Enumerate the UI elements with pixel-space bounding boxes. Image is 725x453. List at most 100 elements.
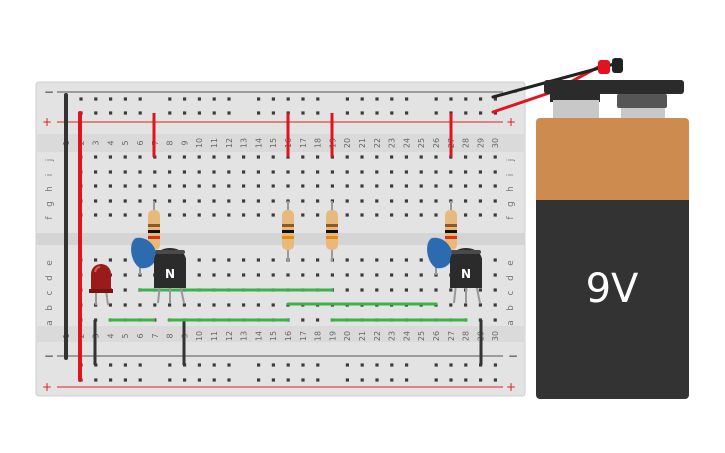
hole-i4[interactable] [108, 170, 112, 174]
hole-f20[interactable] [345, 213, 349, 217]
hole-g12[interactable] [227, 199, 231, 203]
hole-d21[interactable] [360, 273, 364, 277]
hole-j3[interactable] [94, 155, 98, 159]
hole-g29[interactable] [478, 199, 482, 203]
hole-f13[interactable] [242, 213, 246, 217]
hole-c24[interactable] [404, 288, 408, 292]
hole-e23[interactable] [390, 258, 394, 262]
hole-i20[interactable] [345, 170, 349, 174]
hole-b13[interactable] [242, 303, 246, 307]
rail-hole-1-2-0[interactable] [257, 111, 261, 115]
rail-hole-1-3-3[interactable] [390, 111, 394, 115]
hole-f23[interactable] [390, 213, 394, 217]
hole-h13[interactable] [242, 184, 246, 188]
hole-g9[interactable] [182, 199, 186, 203]
hole-h11[interactable] [212, 184, 216, 188]
rail-hole-1-3-2[interactable] [375, 111, 379, 115]
rail-hole-3-4-2[interactable] [464, 378, 468, 382]
rail-hole-3-4-0[interactable] [434, 378, 438, 382]
hole-h26[interactable] [434, 184, 438, 188]
rail-hole-2-1-4[interactable] [227, 363, 231, 367]
rail-hole-3-3-0[interactable] [345, 378, 349, 382]
hole-h16[interactable] [286, 184, 290, 188]
hole-i10[interactable] [197, 170, 201, 174]
hole-c5[interactable] [123, 288, 127, 292]
rail-hole-1-1-0[interactable] [168, 111, 172, 115]
hole-g8[interactable] [168, 199, 172, 203]
hole-h4[interactable] [108, 184, 112, 188]
hole-j12[interactable] [227, 155, 231, 159]
transistor-right[interactable]: N [450, 248, 482, 304]
hole-b27[interactable] [449, 303, 453, 307]
hole-e18[interactable] [316, 258, 320, 262]
hole-f24[interactable] [404, 213, 408, 217]
hole-g13[interactable] [242, 199, 246, 203]
hole-g3[interactable] [94, 199, 98, 203]
hole-i7[interactable] [153, 170, 157, 174]
rail-hole-2-2-3[interactable] [301, 363, 305, 367]
hole-c23[interactable] [390, 288, 394, 292]
hole-e10[interactable] [197, 258, 201, 262]
hole-j24[interactable] [404, 155, 408, 159]
hole-i26[interactable] [434, 170, 438, 174]
rail-hole-2-4-2[interactable] [464, 363, 468, 367]
rail-hole-0-4-0[interactable] [434, 97, 438, 101]
hole-f22[interactable] [375, 213, 379, 217]
hole-f15[interactable] [271, 213, 275, 217]
rail-hole-3-2-1[interactable] [271, 378, 275, 382]
rail-hole-0-0-4[interactable] [138, 97, 142, 101]
hole-f4[interactable] [108, 213, 112, 217]
rail-hole-0-3-1[interactable] [360, 97, 364, 101]
hole-f11[interactable] [212, 213, 216, 217]
hole-h19[interactable] [330, 184, 334, 188]
hole-h21[interactable] [360, 184, 364, 188]
hole-f30[interactable] [493, 213, 497, 217]
rail-hole-1-1-2[interactable] [197, 111, 201, 115]
rail-hole-3-1-4[interactable] [227, 378, 231, 382]
hole-g20[interactable] [345, 199, 349, 203]
hole-f29[interactable] [478, 213, 482, 217]
hole-i13[interactable] [242, 170, 246, 174]
hole-i23[interactable] [390, 170, 394, 174]
hole-e11[interactable] [212, 258, 216, 262]
hole-f26[interactable] [434, 213, 438, 217]
hole-g14[interactable] [256, 199, 260, 203]
rail-hole-1-0-1[interactable] [94, 111, 98, 115]
rail-hole-0-0-3[interactable] [123, 97, 127, 101]
rail-hole-3-4-1[interactable] [449, 378, 453, 382]
hole-g21[interactable] [360, 199, 364, 203]
hole-h28[interactable] [464, 184, 468, 188]
hole-g26[interactable] [434, 199, 438, 203]
hole-j25[interactable] [419, 155, 423, 159]
hole-e13[interactable] [242, 258, 246, 262]
rail-hole-0-3-0[interactable] [345, 97, 349, 101]
hole-h27[interactable] [449, 184, 453, 188]
hole-i16[interactable] [286, 170, 290, 174]
rail-hole-2-4-0[interactable] [434, 363, 438, 367]
hole-j26[interactable] [434, 155, 438, 159]
hole-g18[interactable] [316, 199, 320, 203]
hole-f17[interactable] [301, 213, 305, 217]
rail-hole-1-1-1[interactable] [183, 111, 187, 115]
rail-hole-3-0-1[interactable] [94, 378, 98, 382]
resistor-3[interactable] [326, 201, 338, 262]
rail-hole-3-1-0[interactable] [168, 378, 172, 382]
hole-h29[interactable] [478, 184, 482, 188]
rail-hole-2-3-1[interactable] [360, 363, 364, 367]
rail-hole-0-3-3[interactable] [390, 97, 394, 101]
rail-hole-0-2-4[interactable] [316, 97, 320, 101]
hole-h17[interactable] [301, 184, 305, 188]
hole-i17[interactable] [301, 170, 305, 174]
rail-hole-2-3-2[interactable] [375, 363, 379, 367]
hole-e21[interactable] [360, 258, 364, 262]
hole-h15[interactable] [271, 184, 275, 188]
hole-i11[interactable] [212, 170, 216, 174]
hole-d18[interactable] [316, 273, 320, 277]
rail-hole-2-0-3[interactable] [123, 363, 127, 367]
hole-c25[interactable] [419, 288, 423, 292]
hole-f5[interactable] [123, 213, 127, 217]
rail-hole-2-3-0[interactable] [345, 363, 349, 367]
hole-e30[interactable] [493, 258, 497, 262]
hole-j30[interactable] [493, 155, 497, 159]
